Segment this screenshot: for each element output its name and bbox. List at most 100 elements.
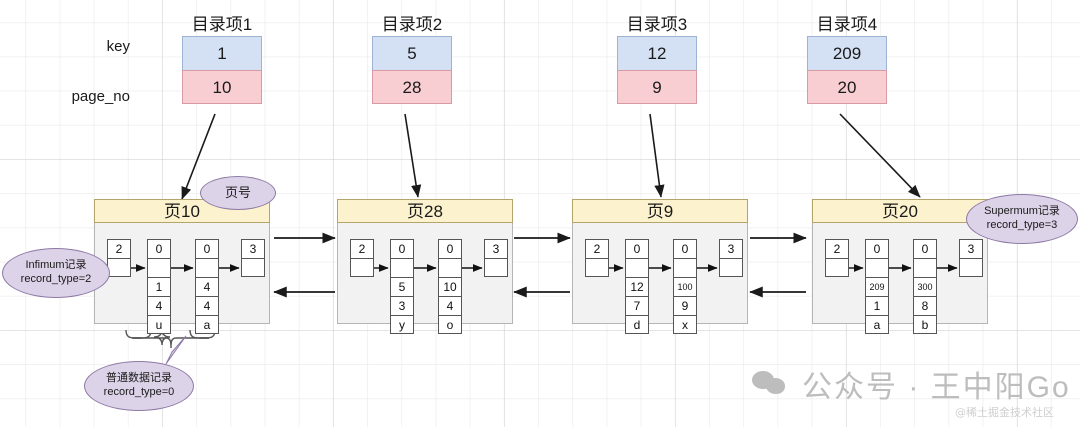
directory-entry-title: 目录项2: [381, 15, 443, 34]
record-cell: [147, 258, 171, 277]
record-cell: 12: [625, 277, 649, 296]
callout-normal-line1: 普通数据记录: [106, 372, 172, 385]
record-cell: a: [865, 315, 889, 334]
record-cell: [673, 258, 697, 277]
watermark: 公众号 · 王中阳Go: [752, 362, 1071, 406]
record-cell: 2: [825, 239, 849, 258]
label-key: key: [106, 38, 130, 55]
callout-infimum: Infimum记录 record_type=2: [2, 248, 110, 298]
record-cell: b: [913, 315, 937, 334]
directory-entry-key: 209: [807, 36, 887, 70]
page-title: 页20: [812, 199, 988, 223]
directory-entry-title: 目录项4: [816, 15, 878, 34]
record-cell: [350, 258, 374, 277]
record-cell: 0: [865, 239, 889, 258]
record-cell: 0: [913, 239, 937, 258]
record-cell: 4: [195, 296, 219, 315]
record-cell: 2: [585, 239, 609, 258]
record-cell: [438, 258, 462, 277]
record-cell: [107, 258, 131, 277]
record-cell: [719, 258, 743, 277]
record-cell: 209: [865, 277, 889, 296]
directory-entry-key: 12: [617, 36, 697, 70]
wechat-icon: [752, 369, 792, 399]
record-cell: d: [625, 315, 649, 334]
record-cell: [625, 258, 649, 277]
record-cell: [241, 258, 265, 277]
record-cell: 10: [438, 277, 462, 296]
record-cell: 3: [719, 239, 743, 258]
callout-page-no: 页号: [200, 176, 276, 210]
record-cell: 1: [147, 277, 171, 296]
record-infimum: 2: [585, 239, 609, 277]
callout-normal-record: 普通数据记录 record_type=0: [84, 361, 194, 411]
page-title: 页9: [572, 199, 748, 223]
dir-to-page-arrows: [181, 113, 921, 200]
callout-supremum-line2: record_type=3: [986, 219, 1058, 231]
record-infimum: 2: [350, 239, 374, 277]
callout-normal-line2: record_type=0: [103, 386, 175, 398]
record-cell: 9: [673, 296, 697, 315]
page-title: 页28: [337, 199, 513, 223]
record-cell: 100: [673, 277, 697, 296]
record-cell: [195, 258, 219, 277]
record-cell: 2: [107, 239, 131, 258]
record-cell: 5: [390, 277, 414, 296]
record-cell: y: [390, 315, 414, 334]
directory-entry-title: 目录项3: [626, 15, 688, 34]
record-cell: [390, 258, 414, 277]
directory-entry-title: 目录项1: [191, 15, 253, 34]
record-supremum: 3: [484, 239, 508, 277]
watermark-sub: @稀土掘金技术社区: [955, 406, 1054, 419]
record-cell: 0: [390, 239, 414, 258]
record-cell: 3: [484, 239, 508, 258]
record-infimum: 2: [107, 239, 131, 277]
label-page-no: page_no: [71, 88, 130, 105]
record-cell: [484, 258, 508, 277]
record-infimum: 2: [825, 239, 849, 277]
callout-supremum-line1: Supermum记录: [984, 205, 1060, 218]
record-cell: [585, 258, 609, 277]
record-supremum: 3: [719, 239, 743, 277]
record-cell: 4: [147, 296, 171, 315]
record-cell: 4: [195, 277, 219, 296]
record-supremum: 3: [241, 239, 265, 277]
directory-entry-key: 5: [372, 36, 452, 70]
record-supremum: 3: [959, 239, 983, 277]
record-cell: 0: [438, 239, 462, 258]
record-cell: x: [673, 315, 697, 334]
directory-entry-page-no: 9: [617, 70, 697, 104]
callout-infimum-line2: record_type=2: [20, 273, 92, 285]
record-cell: 0: [673, 239, 697, 258]
directory-entry-page-no: 20: [807, 70, 887, 104]
record-cell: 1: [865, 296, 889, 315]
record-cell: 4: [438, 296, 462, 315]
record-cell: 300: [913, 277, 937, 296]
callout-infimum-line1: Infimum记录: [25, 259, 87, 272]
record-cell: o: [438, 315, 462, 334]
record-cell: u: [147, 315, 171, 334]
record-cell: 3: [241, 239, 265, 258]
record-cell: 0: [195, 239, 219, 258]
callout-page-no-line1: 页号: [224, 184, 251, 200]
record-cell: 7: [625, 296, 649, 315]
